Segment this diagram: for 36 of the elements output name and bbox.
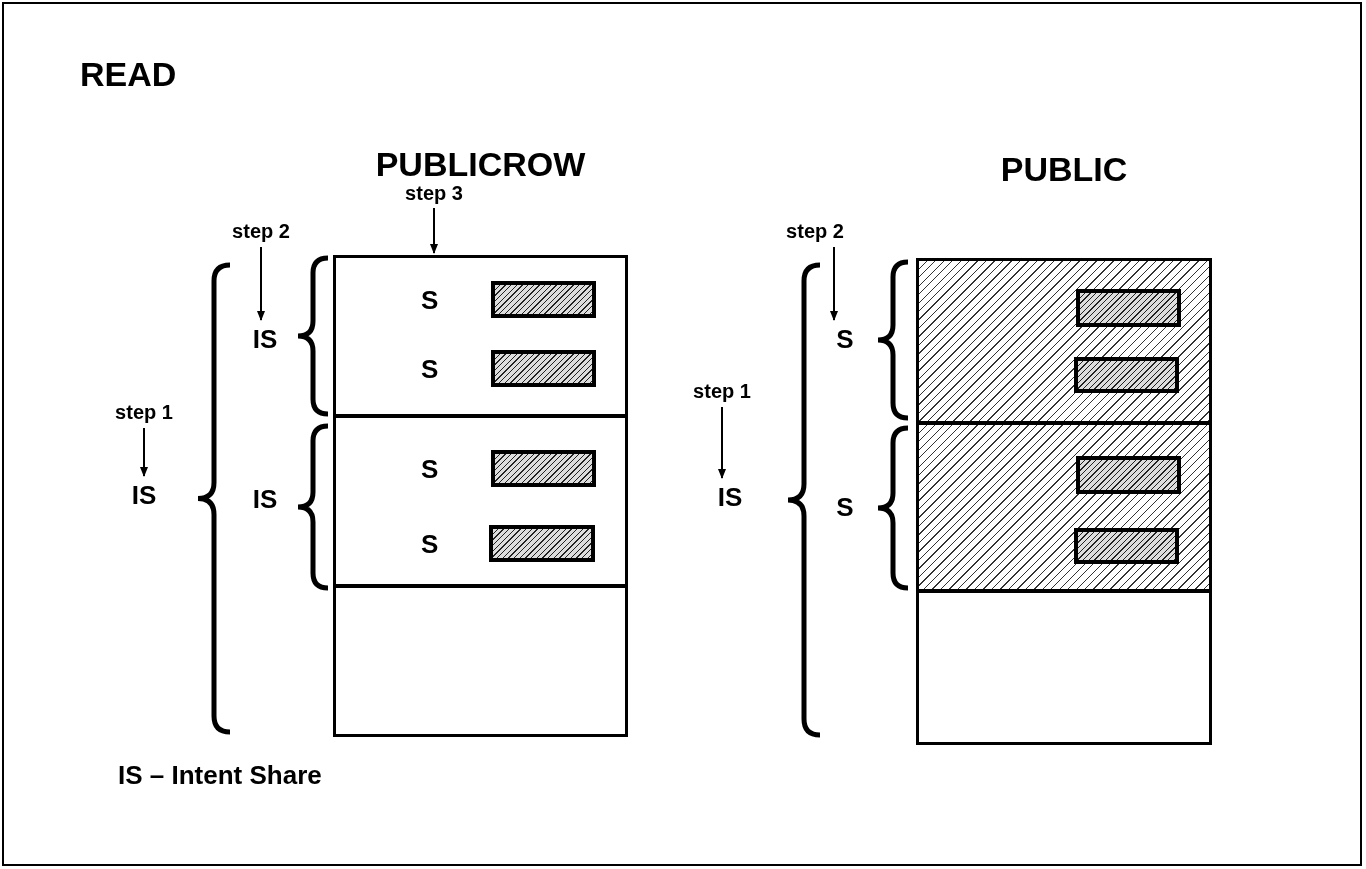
diagram-title: READ bbox=[80, 55, 177, 94]
lock-mode-label: S bbox=[830, 322, 860, 356]
page-box bbox=[333, 415, 628, 587]
arrow bbox=[830, 246, 838, 321]
row-bar bbox=[491, 350, 596, 387]
step-label: step 2 bbox=[216, 217, 306, 245]
step-label: step 2 bbox=[772, 217, 858, 245]
legend-note: IS – Intent Share bbox=[118, 760, 322, 791]
locked-page bbox=[916, 422, 1212, 592]
row-bar bbox=[1074, 528, 1179, 564]
lock-mode-label: S bbox=[421, 527, 439, 561]
page-box bbox=[333, 255, 628, 417]
arrow bbox=[430, 207, 438, 254]
locked-page bbox=[916, 258, 1212, 424]
row-bar bbox=[491, 281, 596, 318]
page-box bbox=[916, 590, 1212, 745]
lock-mode-label: IS bbox=[122, 478, 166, 512]
step-label: step 1 bbox=[104, 398, 184, 426]
lock-mode-label: S bbox=[421, 352, 439, 386]
lock-mode-label: S bbox=[830, 490, 860, 524]
row-bar bbox=[1074, 357, 1179, 393]
table-name: PUBLIC bbox=[999, 150, 1129, 189]
lock-mode-label: IS bbox=[243, 482, 287, 516]
lock-mode-label: S bbox=[421, 452, 439, 486]
lock-mode-label: IS bbox=[710, 480, 750, 514]
row-bar bbox=[491, 450, 596, 487]
lock-mode-label: IS bbox=[243, 322, 287, 356]
row-bar bbox=[1076, 289, 1181, 327]
row-bar bbox=[1076, 456, 1181, 494]
lock-mode-label: S bbox=[421, 283, 439, 317]
arrow bbox=[257, 246, 265, 321]
arrow bbox=[140, 427, 148, 477]
row-bar bbox=[489, 525, 595, 562]
page-box bbox=[333, 585, 628, 737]
arrow bbox=[718, 406, 726, 479]
step-label: step 1 bbox=[680, 377, 764, 405]
